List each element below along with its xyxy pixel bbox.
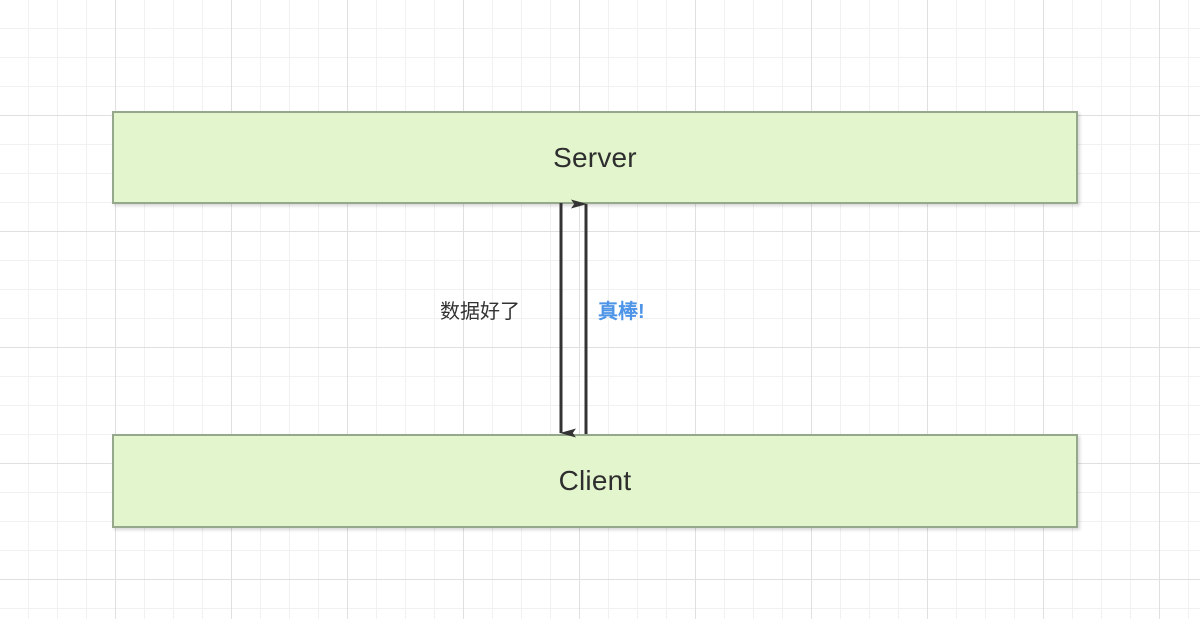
edge-label-data-ready: 数据好了 <box>440 301 520 323</box>
node-client[interactable]: Client <box>112 434 1078 528</box>
node-server[interactable]: Server <box>112 111 1078 204</box>
node-server-label: Server <box>553 141 637 173</box>
edge-label-great: 真棒! <box>598 301 645 323</box>
node-client-label: Client <box>558 465 632 496</box>
